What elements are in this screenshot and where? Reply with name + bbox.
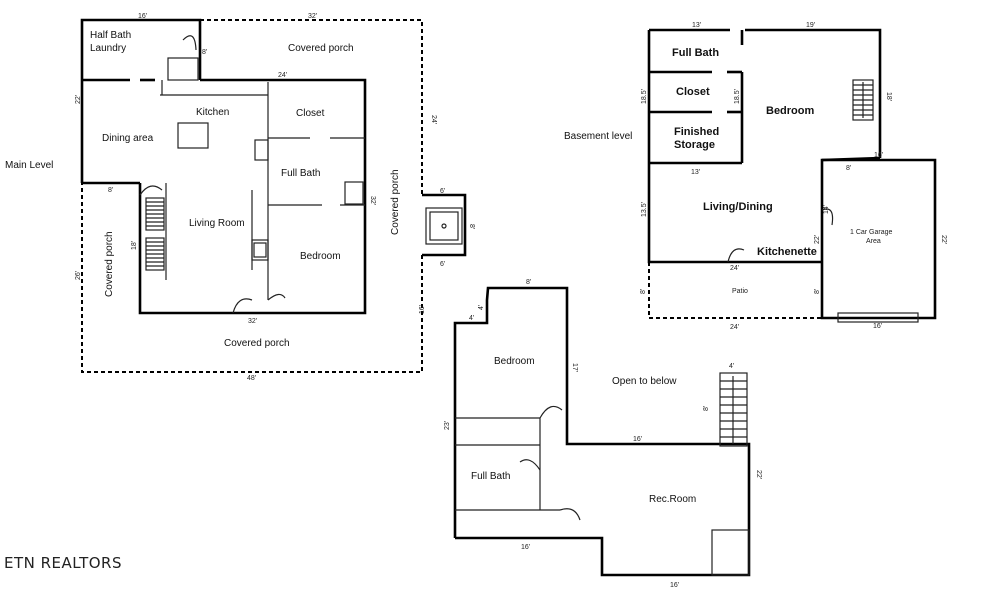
main-dim-24-v: 24' [430,115,437,124]
upper-dim-4c: 4' [729,363,734,370]
dining-area-label: Dining area [102,133,154,144]
laundry-label: Laundry [90,43,126,54]
main-dim-32-top: 32' [308,13,317,20]
main-dim-26: 26' [75,271,82,280]
main-dim-32-bot: 32' [248,318,257,325]
bsmt-dim-16-top: 16' [874,152,883,159]
main-dim-8a: 8' [202,49,207,56]
covered-porch-top-label: Covered porch [288,43,354,54]
upper-dim-8-top: 8' [526,279,531,286]
basement-level-plan [647,28,937,323]
kitchen-label: Kitchen [196,107,229,118]
bsmt-dim-8: 8' [846,165,851,172]
bsmt-dim-8-left: 8' [640,289,647,294]
upper-dim-4a: 4' [478,305,485,310]
bsmt-dim-13-top: 13' [692,22,701,29]
bsmt-dim-16-bot: 16' [873,323,882,330]
living-dining-label: Living/Dining [703,201,773,213]
upper-dim-8-v: 8' [703,406,710,411]
kitchenette-label: Kitchenette [757,246,817,258]
main-dim-8b: 8' [468,224,475,229]
covered-porch-left-label: Covered porch [104,231,115,297]
upper-dim-17: 17' [571,363,578,372]
garage-label-1: 1 Car Garage [850,229,893,236]
main-dim-22: 22' [75,95,82,104]
bsmt-dim-8-right: 8' [814,289,821,294]
bsmt-dim-13-5: 13.5' [641,202,648,217]
basement-full-bath-label: Full Bath [672,47,719,59]
upper-dim-23: 23' [444,421,451,430]
main-level-plan [80,18,467,373]
bsmt-dim-18-5-left: 18.5' [641,89,648,104]
upper-dim-16-mid: 16' [633,436,642,443]
upper-dim-16-left: 16' [521,544,530,551]
covered-porch-bottom-label: Covered porch [224,338,290,349]
bsmt-dim-22-mid: 22' [814,235,821,244]
finished-label: Finished [674,126,719,138]
main-dim-16: 16' [138,13,147,20]
main-dim-32-v: 32' [369,196,376,205]
basement-level-label: Basement level [564,131,632,142]
main-dim-6-top: 6' [440,188,445,195]
main-bedroom-label: Bedroom [300,251,341,262]
bsmt-dim-22-right: 22' [940,235,947,244]
patio-label: Patio [732,288,748,295]
basement-bedroom-label: Bedroom [766,105,815,117]
main-dim-8c: 8' [108,187,113,194]
upper-dim-16-bot: 16' [670,582,679,589]
rec-room-label: Rec.Room [649,494,696,505]
living-room-label: Living Room [189,218,245,229]
upper-level-plan [453,286,751,577]
upper-full-bath-label: Full Bath [471,471,510,482]
upper-dim-4b: 4' [469,315,474,322]
main-dim-24: 24' [278,72,287,79]
garage-label-2: Area [866,238,881,245]
bsmt-dim-24-bot: 24' [730,324,739,331]
bsmt-dim-18: 18' [885,92,892,101]
bsmt-dim-13-mid: 13' [691,169,700,176]
bsmt-dim-18-5-mid: 18.5' [734,89,741,104]
half-bath-label: Half Bath [90,30,131,41]
main-full-bath-label: Full Bath [281,168,320,179]
main-dim-18: 18' [131,241,138,250]
bsmt-dim-14: 14' [823,205,830,214]
closet-label: Closet [296,108,325,119]
covered-porch-right-label: Covered porch [390,169,401,235]
basement-closet-label: Closet [676,86,710,98]
upper-dim-22: 22' [755,470,762,479]
main-dim-48: 48' [247,375,256,382]
storage-label: Storage [674,139,715,151]
main-dim-6-bot: 6' [440,261,445,268]
main-dim-16-v: 16' [419,305,426,314]
bsmt-dim-19: 19' [806,22,815,29]
main-level-label: Main Level [5,160,53,171]
upper-bedroom-label: Bedroom [494,356,535,367]
brand-logo-text: ETN REALTORS [4,554,122,572]
open-to-below-label: Open to below [612,376,677,387]
bsmt-dim-24-mid: 24' [730,265,739,272]
